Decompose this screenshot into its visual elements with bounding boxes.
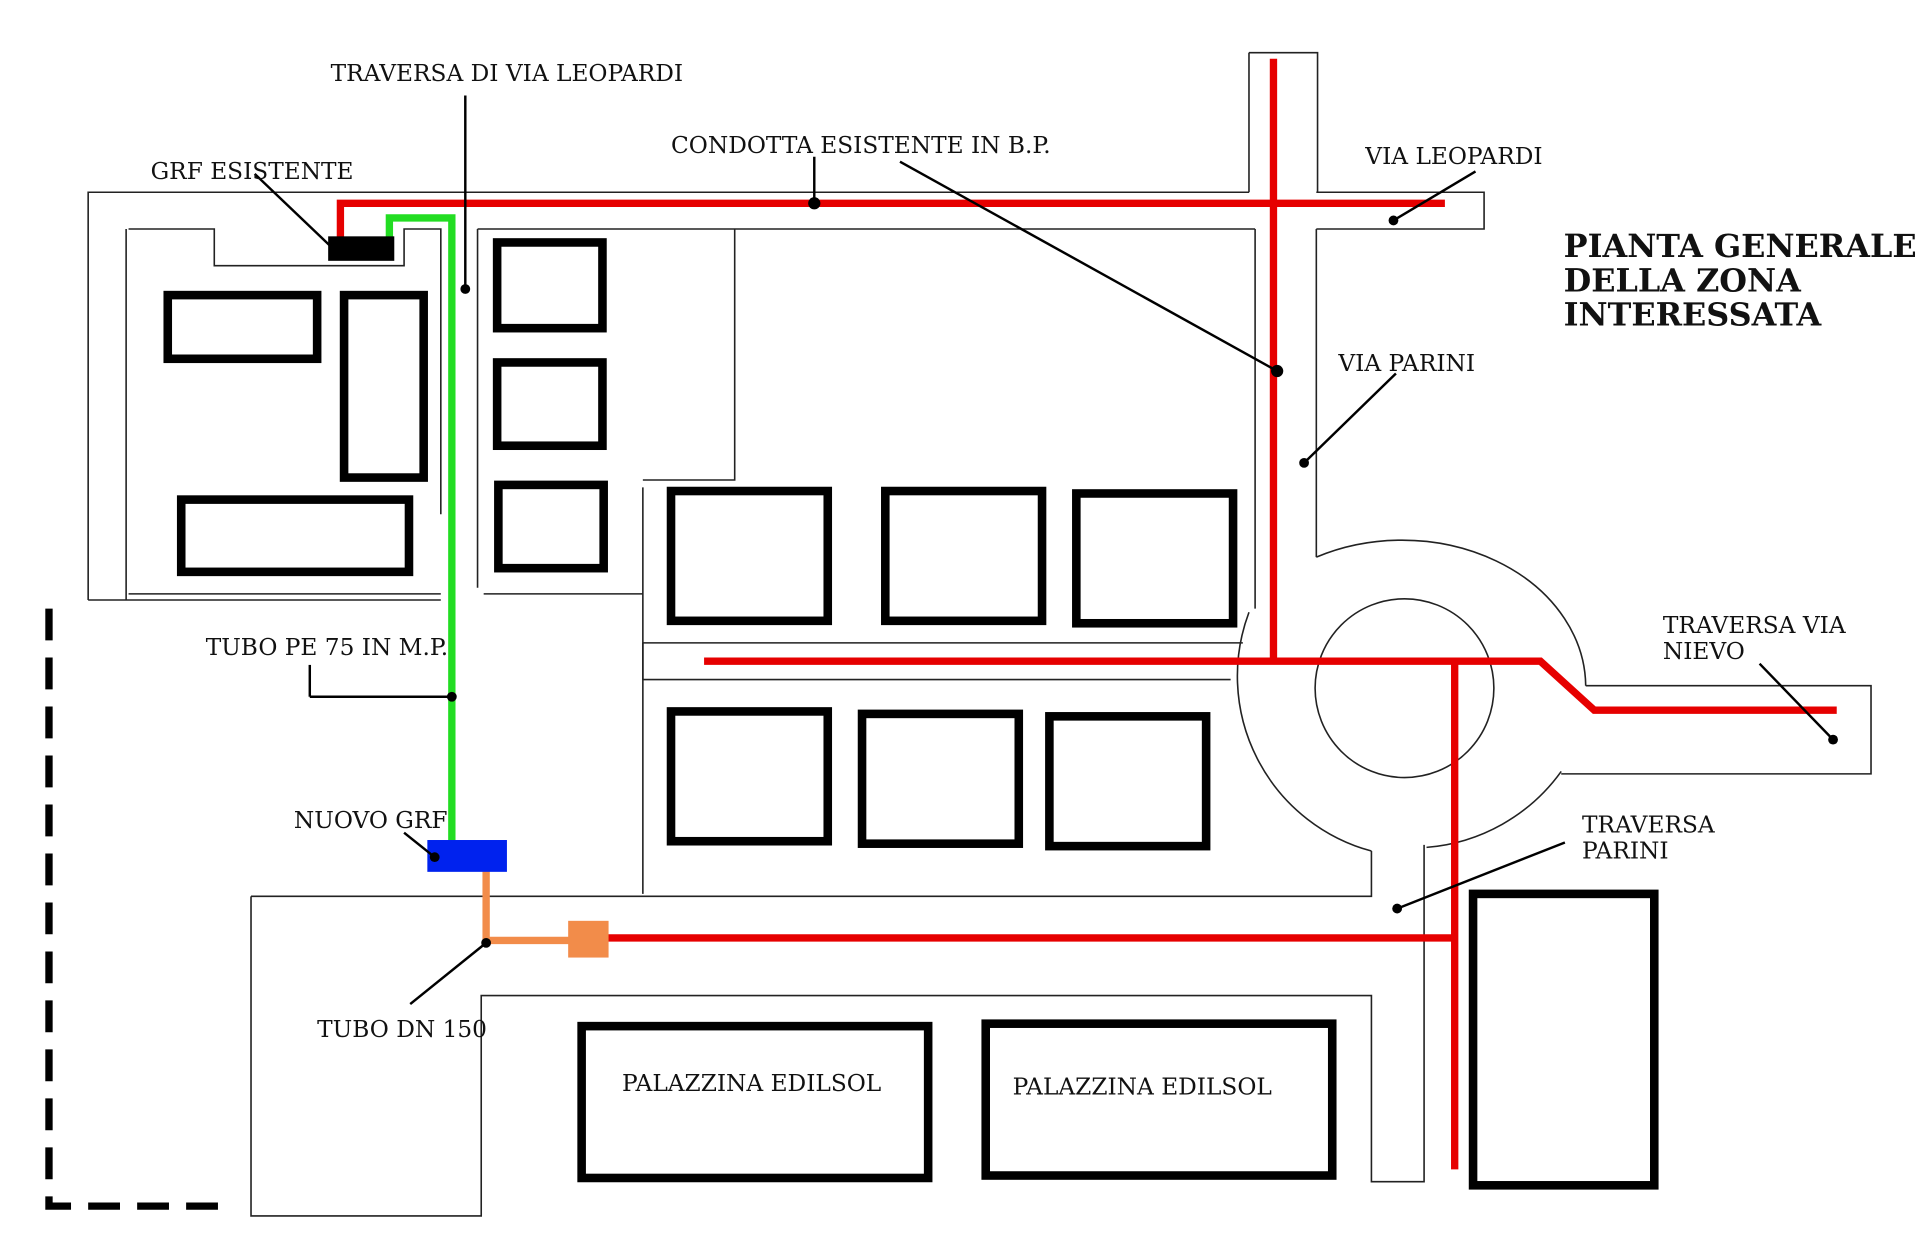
grf-esistente-label: GRF ESISTENTE — [151, 158, 354, 185]
title-line3: INTERESSATA — [1564, 296, 1823, 334]
site-boundary-dashed — [45, 608, 233, 1210]
buildings — [163, 238, 1659, 1190]
palazzina-edilsol-2-label: PALAZZINA EDILSOL — [1013, 1074, 1272, 1101]
traversa-via-leopardi-label: TRAVERSA DI VIA LEOPARDI — [331, 60, 684, 87]
traversa-parini-label-2: PARINI — [1582, 837, 1669, 864]
traversa-parini-label-1: TRAVERSA — [1582, 812, 1716, 839]
palazzina-edilsol-1-label: PALAZZINA EDILSOL — [622, 1070, 881, 1097]
nuovo-grf-box — [427, 840, 507, 872]
connector-box — [568, 920, 609, 958]
pe75-pipeline — [385, 214, 456, 845]
street-outlines — [87, 51, 1872, 1217]
leader-lines — [253, 95, 1838, 1006]
nuovo-grf-label: NUOVO GRF — [294, 807, 448, 834]
existing-main-pipeline — [336, 58, 1837, 1170]
condotta-esistente-label: CONDOTTA ESISTENTE IN B.P. — [671, 132, 1051, 159]
traversa-via-nievo-label-2: NIEVO — [1663, 638, 1745, 665]
via-leopardi-label: VIA LEOPARDI — [1364, 143, 1542, 170]
traversa-via-nievo-label-1: TRAVERSA VIA — [1663, 612, 1847, 639]
title-line2: DELLA ZONA — [1564, 261, 1802, 299]
title-line1: PIANTA GENERALE — [1564, 227, 1917, 265]
palazzina-edilsol-2 — [981, 1019, 1337, 1180]
tubo-dn150-label: TUBO DN 150 — [317, 1016, 487, 1043]
palazzina-edilsol-1 — [577, 1021, 933, 1183]
via-parini-label: VIA PARINI — [1337, 350, 1475, 377]
tubo-pe75-label: TUBO PE 75 IN M.P. — [206, 634, 449, 661]
dn150-pipeline — [482, 866, 570, 945]
grf-esistente-box — [328, 236, 395, 261]
